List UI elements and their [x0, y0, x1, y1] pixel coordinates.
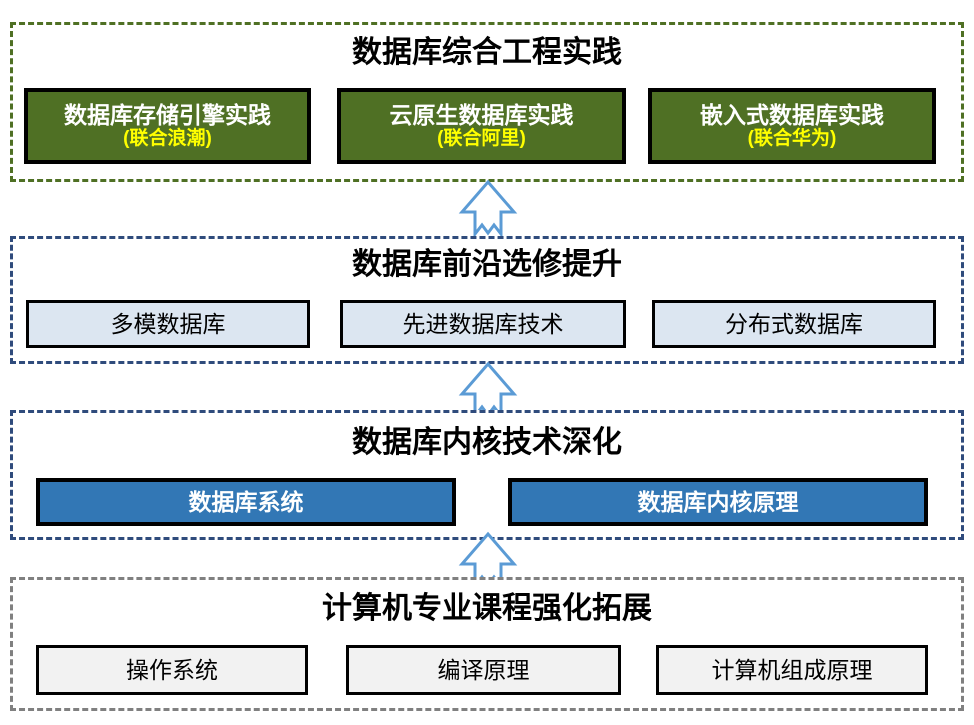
course-card-title: 操作系统 — [126, 657, 218, 683]
course-card-multimodel-db[interactable]: 多模数据库 — [26, 300, 310, 348]
course-card-cloud-native[interactable]: 云原生数据库实践 (联合阿里) — [337, 88, 626, 164]
course-card-storage-engine[interactable]: 数据库存储引擎实践 (联合浪潮) — [24, 88, 311, 164]
course-card-partner: (联合浪潮) — [123, 128, 212, 149]
arrow-elective-to-practice-icon — [458, 179, 518, 238]
course-card-title: 编译原理 — [437, 657, 530, 683]
course-card-title: 云原生数据库实践 — [389, 102, 574, 128]
level-foundation-title: 计算机专业课程强化拓展 — [322, 592, 652, 625]
level-practice-title: 数据库综合工程实践 — [352, 36, 622, 69]
level-elective-title: 数据库前沿选修提升 — [352, 248, 622, 281]
course-card-advanced-db-tech[interactable]: 先进数据库技术 — [340, 300, 626, 348]
course-card-partner: (联合华为) — [747, 128, 837, 149]
course-card-title: 计算机组成原理 — [711, 657, 873, 683]
course-card-partner: (联合阿里) — [437, 128, 526, 149]
course-card-title: 嵌入式数据库实践 — [700, 102, 884, 128]
level-kernel-title: 数据库内核技术深化 — [352, 426, 622, 459]
course-card-compiler-principles[interactable]: 编译原理 — [346, 645, 621, 695]
course-card-database-system[interactable]: 数据库系统 — [36, 478, 456, 526]
course-card-title: 数据库系统 — [188, 489, 304, 515]
course-card-title: 先进数据库技术 — [402, 311, 564, 337]
course-card-computer-organization[interactable]: 计算机组成原理 — [656, 645, 928, 695]
course-card-title: 数据库存储引擎实践 — [64, 102, 271, 128]
course-card-embedded[interactable]: 嵌入式数据库实践 (联合华为) — [648, 88, 936, 164]
course-card-title: 多模数据库 — [110, 311, 226, 337]
course-card-title: 分布式数据库 — [725, 311, 863, 337]
course-card-distributed-db[interactable]: 分布式数据库 — [652, 300, 936, 348]
course-card-title: 数据库内核原理 — [637, 489, 799, 515]
course-card-database-kernel-principles[interactable]: 数据库内核原理 — [508, 478, 928, 526]
course-card-operating-system[interactable]: 操作系统 — [36, 645, 308, 695]
